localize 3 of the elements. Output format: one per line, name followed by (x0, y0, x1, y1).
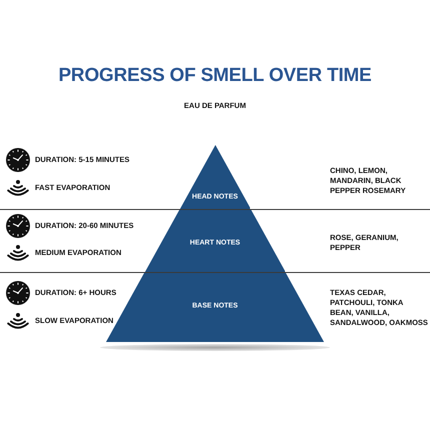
pyramid-tier (144, 209, 286, 272)
title: PROGRESS OF SMELL OVER TIME (58, 64, 372, 88)
pyramid-tier (180, 145, 250, 209)
